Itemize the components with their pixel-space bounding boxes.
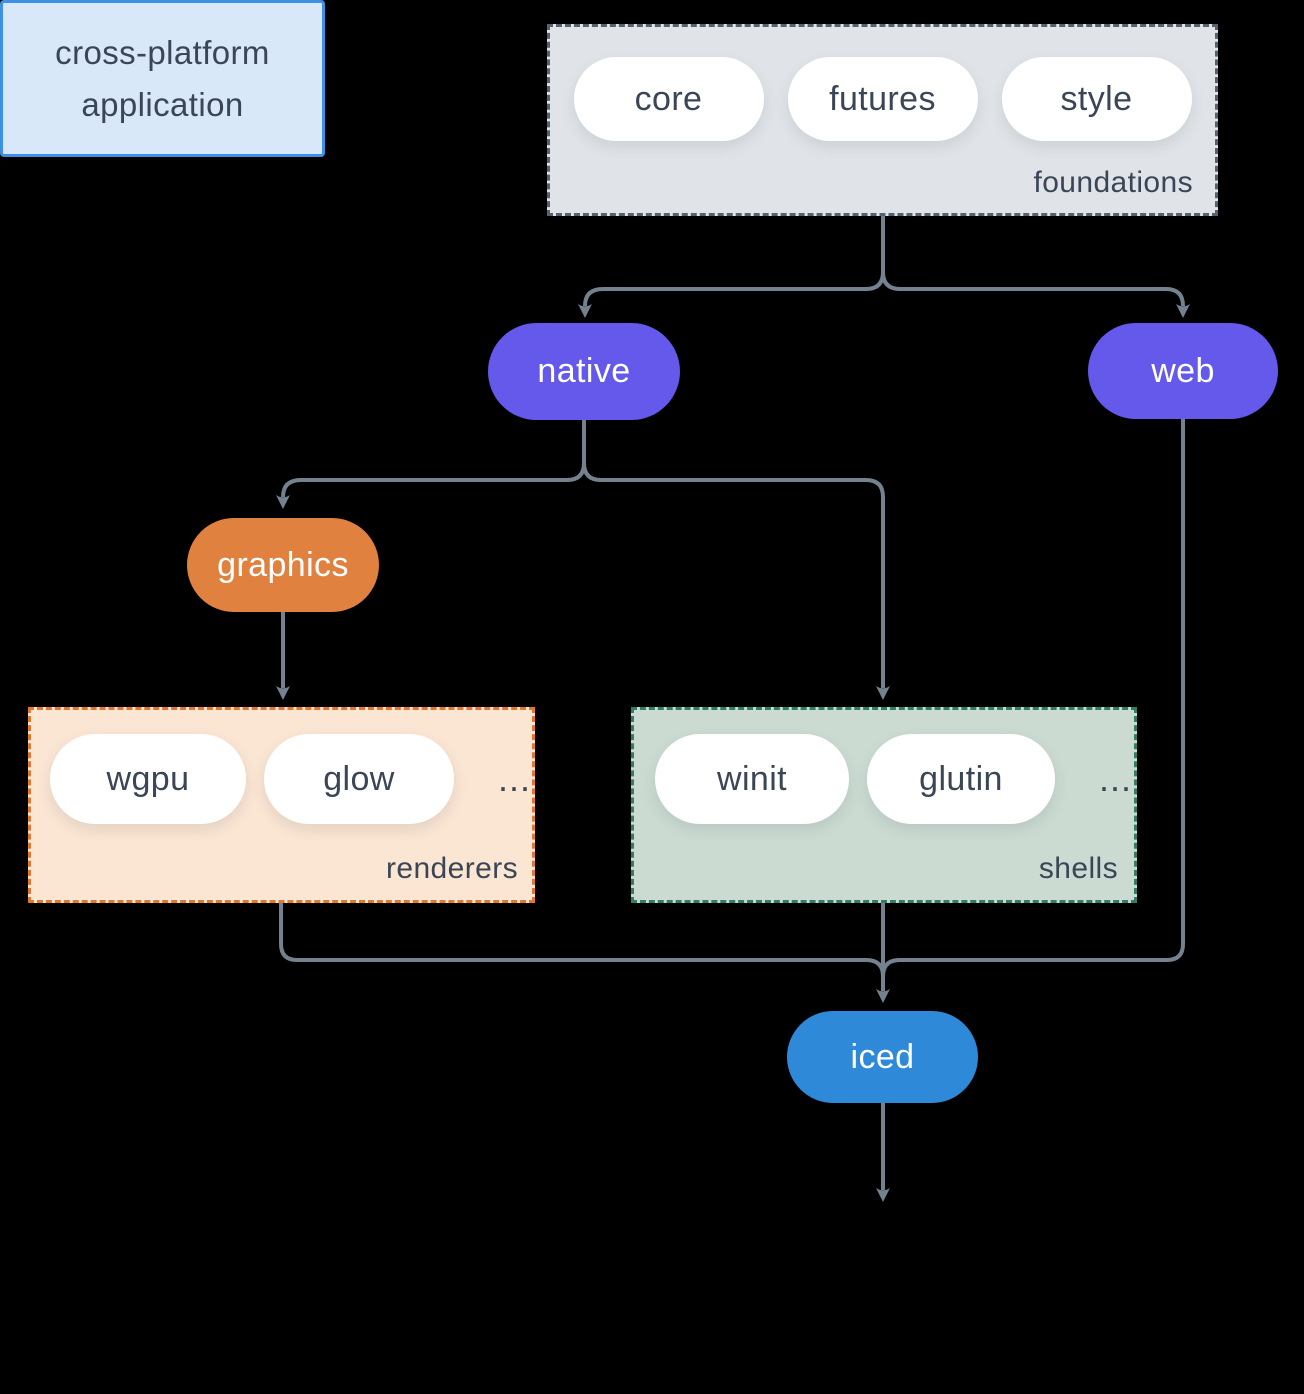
pill-glow: glow bbox=[264, 734, 454, 824]
shells-label: shells bbox=[1038, 852, 1118, 885]
node-iced: iced bbox=[787, 1011, 978, 1103]
shells-pill-row: winit glutin ... bbox=[634, 710, 1134, 824]
pill-style: style bbox=[1001, 57, 1192, 141]
foundations-group: core futures style foundations bbox=[547, 24, 1218, 216]
edge-renderers-merge bbox=[279, 903, 885, 977]
edge-foundations-native bbox=[578, 271, 885, 318]
pill-core: core bbox=[573, 57, 764, 141]
pill-wgpu: wgpu bbox=[50, 734, 246, 824]
pill-winit: winit bbox=[655, 734, 849, 824]
pill-glutin: glutin bbox=[867, 734, 1055, 824]
foundations-label: foundations bbox=[1033, 166, 1193, 199]
edge-foundations-web bbox=[881, 271, 1190, 318]
app-node: cross-platform application bbox=[0, 0, 325, 157]
foundations-pill-row: core futures style bbox=[550, 27, 1215, 141]
pill-futures: futures bbox=[787, 57, 978, 141]
renderers-group: wgpu glow ... renderers bbox=[28, 707, 535, 903]
node-native: native bbox=[488, 323, 680, 420]
renderers-label: renderers bbox=[386, 852, 518, 885]
renderers-pill-row: wgpu glow ... bbox=[31, 710, 532, 824]
shells-group: winit glutin ... shells bbox=[631, 707, 1137, 903]
shells-ellipsis: ... bbox=[1099, 758, 1133, 799]
node-web: web bbox=[1088, 323, 1278, 419]
app-label: cross-platform application bbox=[55, 34, 270, 123]
renderers-ellipsis: ... bbox=[498, 758, 532, 799]
node-graphics: graphics bbox=[187, 518, 379, 612]
edge-native-shells bbox=[582, 462, 890, 700]
edge-native-graphics bbox=[276, 462, 586, 509]
